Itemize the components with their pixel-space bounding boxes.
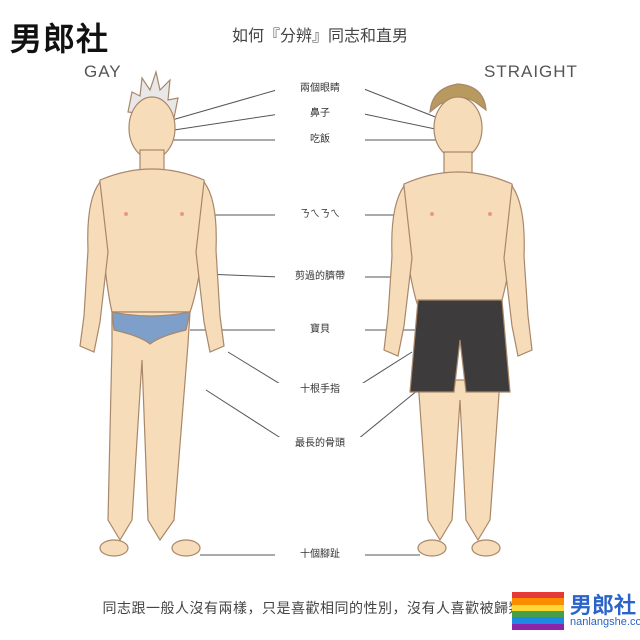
footer-caption: 同志跟一般人沒有兩樣，只是喜歡相同的性別，沒有人喜歡被歸類或 <box>102 601 538 617</box>
straight-figure <box>383 83 533 557</box>
label-toes: 十個腳趾 <box>275 548 365 562</box>
label-bones: 最長的骨頭 <box>275 437 365 451</box>
watermark-site: nanlangshe.com <box>570 616 640 628</box>
label-groin: 寶貝 <box>275 323 365 337</box>
label-eyes: 兩個眼睛 <box>275 82 365 96</box>
label-chest: ㄋㄟㄋㄟ <box>275 208 365 222</box>
watermark-badge: 男郎社 nanlangshe.com <box>512 586 640 640</box>
straight-shorts <box>409 299 511 393</box>
straight-heading: STRAIGHT <box>484 62 578 81</box>
label-navel: 剪過的臍帶 <box>275 270 365 284</box>
label-fingers: 十根手指 <box>275 383 365 397</box>
gay-heading: GAY <box>84 62 122 81</box>
gay-figure <box>79 69 225 557</box>
watermark-name: 男郎社 <box>570 594 637 619</box>
label-mouth: 吃飯 <box>275 133 365 147</box>
rainbow-flag-icon <box>512 592 564 630</box>
gay-underwear <box>111 311 191 345</box>
label-nose: 鼻子 <box>275 107 365 121</box>
connector-lines <box>153 88 458 556</box>
page-title: 如何『分辨』同志和直男 <box>231 26 408 45</box>
site-logo: 男郎社 <box>10 20 110 58</box>
